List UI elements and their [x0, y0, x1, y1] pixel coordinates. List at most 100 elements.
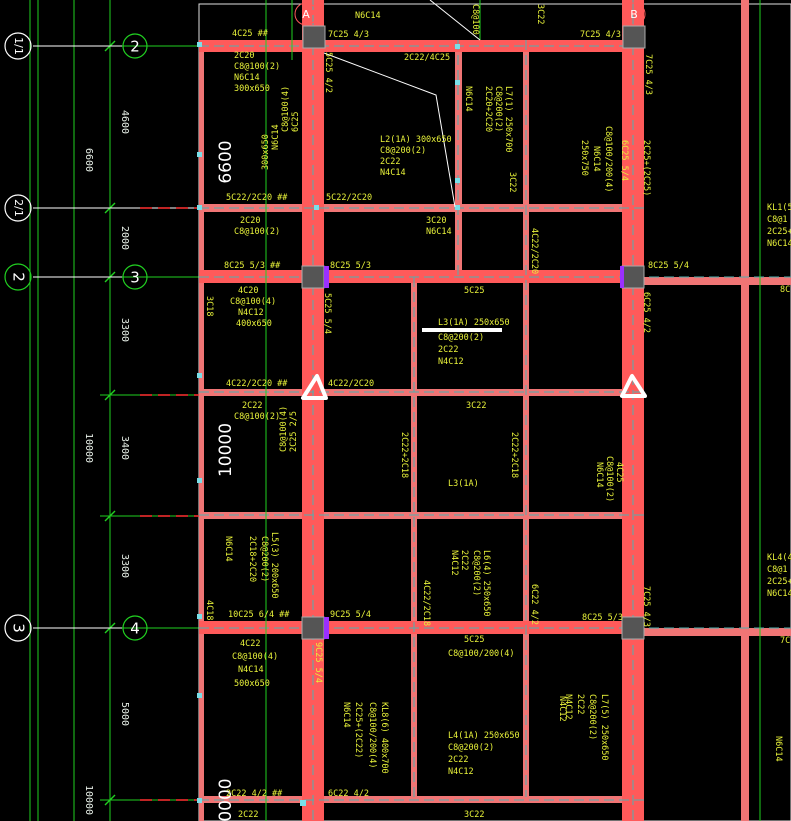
svg-text:7C25 4/3: 7C25 4/3	[580, 30, 621, 40]
svg-text:2C22+2C18: 2C22+2C18	[509, 432, 519, 478]
svg-text:6C25 4/2: 6C25 4/2	[641, 292, 651, 333]
svg-text:250x750: 250x750	[579, 140, 589, 176]
annotation-marks	[301, 328, 647, 400]
svg-text:4: 4	[130, 620, 140, 638]
svg-text:N6C14: N6C14	[591, 146, 601, 172]
svg-text:C8@200(2): C8@200(2)	[448, 743, 494, 753]
svg-text:2C18+2C20: 2C18+2C20	[247, 536, 257, 582]
svg-text:B: B	[630, 8, 638, 21]
svg-text:6C22 4/2: 6C22 4/2	[529, 584, 539, 625]
svg-text:A: A	[302, 8, 310, 21]
svg-text:2C25+: 2C25+	[767, 227, 791, 237]
svg-text:3C22: 3C22	[535, 4, 545, 24]
svg-text:2C22/4C25: 2C22/4C25	[404, 53, 450, 63]
svg-text:400x650: 400x650	[236, 319, 272, 329]
axis-leaders	[33, 45, 200, 629]
svg-text:7C25 4/3: 7C25 4/3	[328, 30, 369, 40]
green-guide-lines	[265, 0, 761, 821]
svg-text:4600: 4600	[119, 110, 130, 134]
svg-text:L7(5) 250x650: L7(5) 250x650	[599, 694, 609, 761]
svg-text:9C25 5/4: 9C25 5/4	[330, 610, 371, 620]
svg-text:L2(1A) 300x650: L2(1A) 300x650	[380, 135, 452, 145]
svg-text:L6(4) 250x650: L6(4) 250x650	[481, 550, 491, 617]
svg-text:2C20: 2C20	[240, 216, 260, 226]
svg-text:6C25 5/4: 6C25 5/4	[619, 140, 629, 181]
svg-text:3: 3	[10, 623, 28, 633]
svg-text:C8@200(2): C8@200(2)	[471, 550, 481, 596]
axis-bubble-inner-3: 3	[122, 264, 148, 290]
svg-text:10000: 10000	[83, 785, 94, 815]
svg-text:4C22: 4C22	[240, 639, 260, 649]
svg-text:4C22/2C20: 4C22/2C20	[328, 379, 374, 389]
beam-labels-vertical: 5C25 4/2 6C25 C8@100(4) N6C14 300x650 L7…	[204, 4, 783, 774]
svg-text:4C25 ##: 4C25 ##	[232, 29, 269, 39]
svg-text:2: 2	[10, 272, 28, 282]
svg-text:C8@100(2): C8@100(2)	[604, 456, 614, 502]
svg-text:3400: 3400	[119, 436, 130, 460]
svg-text:N6C14: N6C14	[271, 124, 281, 150]
svg-text:8C: 8C	[780, 285, 790, 295]
svg-text:2000: 2000	[119, 226, 130, 250]
svg-text:7C25 4/3: 7C25 4/3	[641, 586, 651, 627]
svg-text:8C25 5/3: 8C25 5/3	[330, 261, 371, 271]
svg-text:10000: 10000	[83, 433, 94, 463]
dimension-texts: 4600 2000 3300 3400 3300 5000 6600 10000…	[83, 110, 130, 815]
svg-text:6600: 6600	[83, 148, 94, 172]
svg-text:8C25 5/3 ##: 8C25 5/3 ##	[224, 261, 281, 271]
svg-text:N4C12: N4C12	[449, 550, 459, 576]
svg-text:C8@200(2): C8@200(2)	[493, 86, 503, 132]
svg-text:2C22 4/2 ##: 2C22 4/2 ##	[226, 789, 283, 799]
svg-text:C8@100: C8@100	[470, 4, 480, 35]
svg-text:L3(1A): L3(1A)	[448, 479, 479, 489]
svg-text:3C20: 3C20	[426, 216, 446, 226]
svg-text:2C25+(2C22): 2C25+(2C22)	[353, 702, 363, 758]
svg-text:4C25: 4C25	[614, 462, 624, 482]
svg-text:5C25: 5C25	[464, 635, 484, 645]
svg-text:2C22: 2C22	[459, 550, 469, 570]
svg-text:4C20: 4C20	[238, 286, 258, 296]
svg-text:5C25 4/2: 5C25 4/2	[323, 52, 333, 93]
svg-text:L3(1A) 250x650: L3(1A) 250x650	[438, 318, 510, 328]
svg-text:KL8(6) 400x700: KL8(6) 400x700	[379, 702, 389, 774]
svg-text:N4C12: N4C12	[448, 767, 474, 777]
svg-text:N4C14: N4C14	[238, 665, 264, 675]
svg-text:L5(3) 200x650: L5(3) 200x650	[269, 532, 279, 599]
dimension-lines	[29, 0, 200, 821]
svg-text:2C25+: 2C25+	[767, 577, 791, 587]
svg-text:N6C14: N6C14	[223, 536, 233, 562]
svg-text:C8@100(4): C8@100(4)	[232, 652, 278, 662]
axis-bubble-inner-4: 4	[122, 615, 148, 641]
svg-text:KL4(4: KL4(4	[767, 553, 791, 563]
svg-text:N6C14: N6C14	[767, 589, 791, 599]
svg-text:2C22: 2C22	[448, 755, 468, 765]
svg-text:2C25+(2C25): 2C25+(2C25)	[641, 140, 651, 196]
svg-text:9C25 5/4: 9C25 5/4	[313, 642, 323, 683]
axis-bubble-1-1: 1/1	[4, 32, 32, 60]
svg-text:2C22+2C18: 2C22+2C18	[399, 432, 409, 478]
svg-text:N6C14: N6C14	[594, 462, 604, 488]
axis-bubble-3: 3	[4, 614, 32, 642]
svg-text:8C25 5/4: 8C25 5/4	[648, 261, 689, 271]
svg-text:C8@100(4): C8@100(4)	[279, 406, 289, 452]
svg-text:N6C14: N6C14	[463, 86, 473, 112]
svg-text:2C22: 2C22	[438, 345, 458, 355]
svg-text:2C22: 2C22	[238, 810, 258, 820]
svg-text:8C25 5/3: 8C25 5/3	[582, 613, 623, 623]
svg-text:3: 3	[130, 269, 140, 287]
columns	[301, 25, 646, 640]
svg-text:N6C14: N6C14	[426, 227, 452, 237]
svg-text:C8@200(2): C8@200(2)	[587, 694, 597, 740]
svg-text:4C22/2C18: 4C22/2C18	[421, 580, 431, 626]
svg-text:4C22/2C20: 4C22/2C20	[529, 228, 539, 274]
span-dimension-6600: 6600	[216, 140, 236, 183]
axis-letter-a: A	[294, 2, 318, 26]
svg-text:C8@200(2): C8@200(2)	[438, 333, 484, 343]
svg-text:5C25 5/4: 5C25 5/4	[322, 293, 332, 334]
svg-text:3300: 3300	[119, 318, 130, 342]
svg-text:7C: 7C	[780, 636, 790, 646]
svg-text:N4C12: N4C12	[238, 308, 264, 318]
axis-bubble-2-1: 2/1	[4, 194, 32, 222]
svg-text:5C22/2C20: 5C22/2C20	[326, 193, 372, 203]
svg-text:1/1: 1/1	[12, 37, 25, 55]
svg-text:N6C14: N6C14	[341, 702, 351, 728]
